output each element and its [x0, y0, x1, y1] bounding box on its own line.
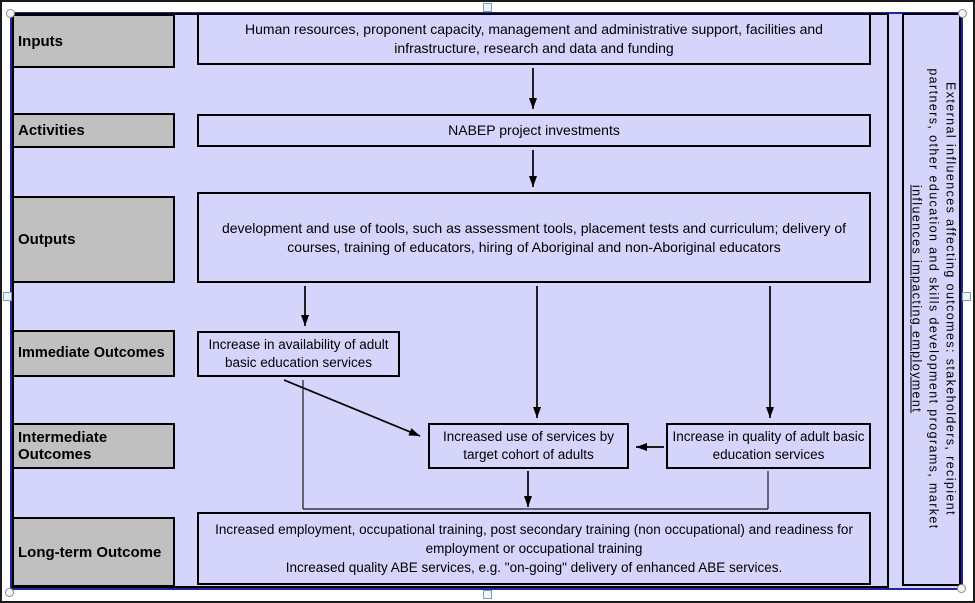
selection-handle-left-middle[interactable]: [3, 292, 12, 301]
row-label-inputs-text: Inputs: [18, 32, 63, 50]
row-label-immediate-outcomes-text: Immediate Outcomes: [18, 345, 165, 361]
drawing-canvas: [10, 12, 963, 590]
immediate-availability-box-text: Increase in availability of adult basic …: [208, 337, 389, 370]
activities-box-text: NABEP project investments: [448, 122, 620, 138]
selection-handle-top-left[interactable]: [6, 9, 15, 18]
selection-handle-top-center[interactable]: [483, 3, 492, 12]
activities-box: NABEP project investments: [197, 114, 871, 147]
selection-handle-top-right[interactable]: [958, 9, 967, 18]
external-influences-line3: influences impacting employment: [909, 184, 924, 414]
external-influences-text: External influences affecting outcomes: …: [904, 19, 959, 579]
main-frame: [12, 13, 889, 588]
selection-handle-bottom-right[interactable]: [957, 584, 966, 593]
longterm-outcome-box: Increased employment, occupational train…: [197, 512, 871, 585]
inputs-box-text: Human resources, proponent capacity, man…: [245, 21, 823, 56]
external-influences-line2: partners, other education and skills dev…: [926, 68, 941, 530]
longterm-outcome-text2: Increased quality ABE services, e.g. "on…: [285, 560, 783, 575]
row-label-outputs: Outputs: [12, 196, 175, 283]
selection-handle-bottom-left[interactable]: [5, 588, 14, 597]
row-label-intermediate-outcomes-text: Intermediate Outcomes: [18, 429, 108, 463]
increased-use-box: Increased use of services by target coho…: [428, 423, 629, 469]
row-label-inputs: Inputs: [12, 14, 175, 68]
increased-quality-box: Increase in quality of adult basic educa…: [666, 423, 871, 469]
inputs-box: Human resources, proponent capacity, man…: [197, 13, 871, 65]
longterm-outcome-text1: Increased employment, occupational train…: [215, 522, 853, 556]
immediate-availability-box: Increase in availability of adult basic …: [197, 331, 400, 377]
outputs-box: development and use of tools, such as as…: [197, 192, 871, 283]
row-label-activities: Activities: [12, 113, 175, 148]
row-label-immediate-outcomes: Immediate Outcomes: [12, 330, 175, 377]
row-label-activities-text: Activities: [18, 122, 85, 139]
increased-use-box-text: Increased use of services by target coho…: [442, 429, 615, 462]
row-label-longterm-outcome-text: Long-term Outcome: [18, 543, 162, 561]
increased-quality-box-text: Increase in quality of adult basic educa…: [672, 429, 865, 462]
selection-handle-bottom-center[interactable]: [483, 590, 492, 599]
external-influences-panel: [902, 13, 961, 586]
row-label-intermediate-outcomes: Intermediate Outcomes: [12, 423, 175, 469]
external-influences-line1: External influences affecting outcomes: …: [943, 82, 958, 516]
outputs-box-text: development and use of tools, such as as…: [221, 219, 847, 255]
row-label-outputs-text: Outputs: [18, 231, 76, 248]
selection-handle-right-middle[interactable]: [962, 292, 971, 301]
row-label-longterm-outcome: Long-term Outcome: [12, 517, 175, 587]
